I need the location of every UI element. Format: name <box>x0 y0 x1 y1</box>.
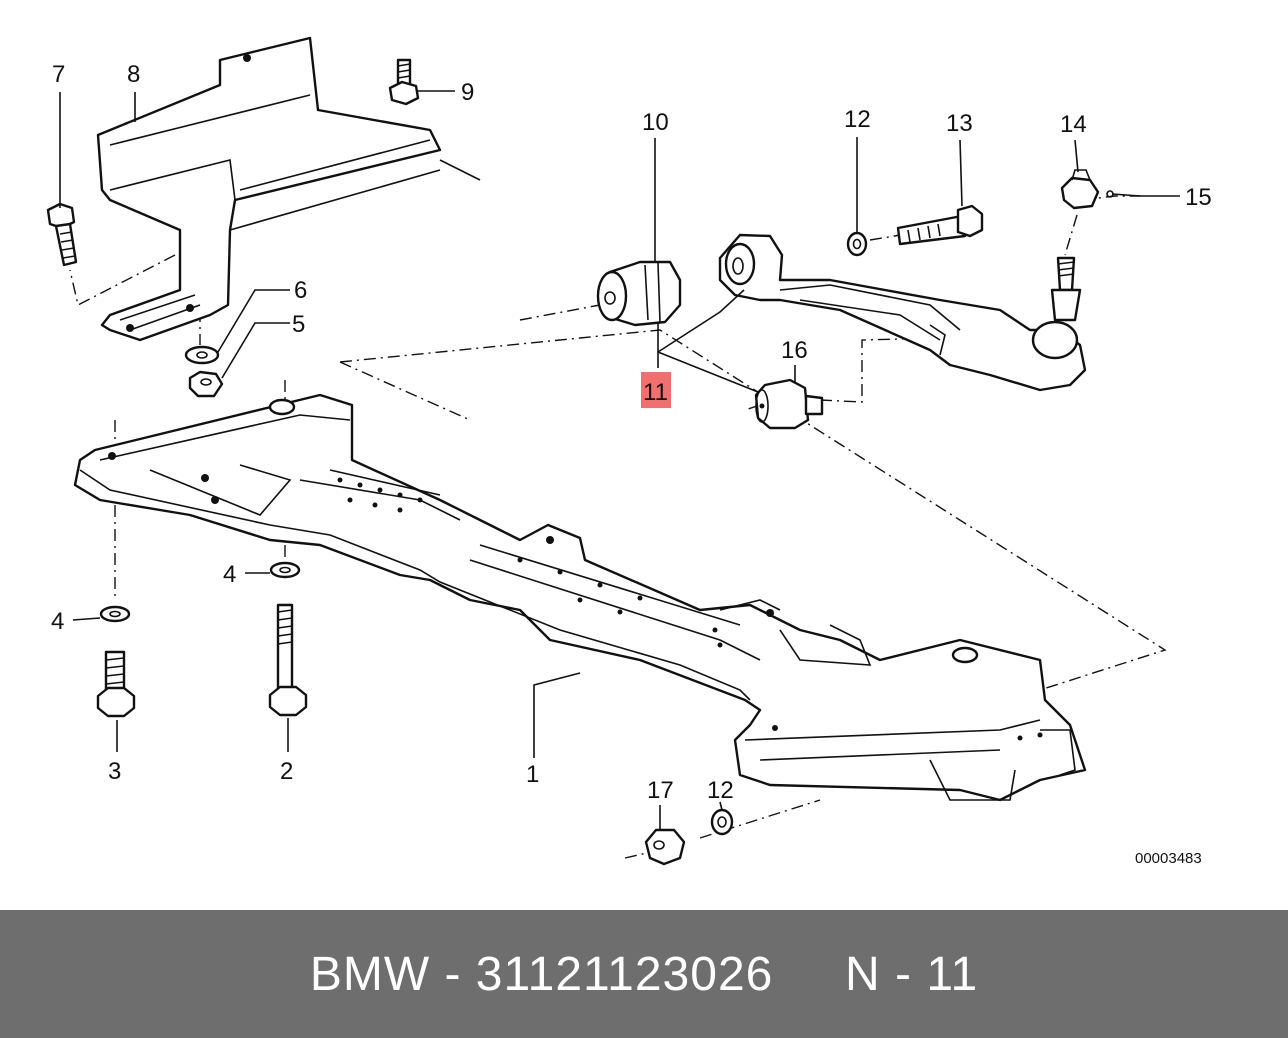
callout-7: 7 <box>52 61 65 88</box>
part-number-footer: BMW - 31121123026 N - 11 <box>0 910 1288 1038</box>
rubber-mounting-part-16 <box>754 378 824 430</box>
washer-part-4-right <box>269 561 301 579</box>
callout-17: 17 <box>647 777 674 804</box>
callout-1: 1 <box>526 761 539 788</box>
diagram-reference-code: 00003483 <box>1135 850 1202 867</box>
nut-part-14 <box>1060 169 1100 210</box>
control-arm <box>718 233 1087 392</box>
callout-13: 13 <box>946 110 973 137</box>
callout-labels: 1 2 3 4 4 5 6 7 8 9 10 11 12 13 14 15 16… <box>51 61 1212 867</box>
callout-12-lower: 12 <box>707 777 734 804</box>
nut-part-5 <box>188 370 224 398</box>
callout-12-upper: 12 <box>844 106 871 133</box>
callout-15: 15 <box>1185 184 1212 211</box>
callout-2: 2 <box>280 758 293 785</box>
bolt-part-3 <box>96 650 136 718</box>
ball-joint-stud <box>1050 256 1082 322</box>
washer-part-12-upper <box>846 231 868 257</box>
part-number-label: BMW - 31121123026 N - 11 <box>309 947 979 1001</box>
callout-10: 10 <box>642 109 669 136</box>
bracket-plate-part-8 <box>96 36 481 342</box>
nut-part-17 <box>644 828 686 866</box>
callout-14: 14 <box>1060 111 1087 138</box>
washer-part-6 <box>184 345 220 365</box>
exploded-parts-diagram: 1 2 3 4 4 5 6 7 8 9 10 11 12 13 14 15 16… <box>46 36 1212 867</box>
washer-part-12-lower <box>710 808 734 836</box>
washer-part-4-left <box>99 605 131 623</box>
bolt-part-2 <box>268 603 308 717</box>
axle-carrier-part-1 <box>73 393 1087 802</box>
leader-lines <box>59 90 1180 830</box>
bolt-part-7 <box>46 202 78 267</box>
cotter-pin-part-15 <box>1106 190 1141 198</box>
rubber-mounting-part-10 <box>596 260 682 327</box>
callout-11: 11 <box>643 379 668 406</box>
callout-9: 9 <box>461 79 474 106</box>
callout-5: 5 <box>292 311 305 338</box>
callout-16: 16 <box>781 337 808 364</box>
callout-8: 8 <box>127 61 140 88</box>
callout-3: 3 <box>108 758 121 785</box>
highlight-box-part-11 <box>641 372 671 408</box>
callout-6: 6 <box>294 277 307 304</box>
callout-4-right: 4 <box>223 561 236 588</box>
callout-4-left: 4 <box>51 608 64 635</box>
bolt-part-13 <box>896 204 984 246</box>
bolt-part-9 <box>388 58 420 106</box>
